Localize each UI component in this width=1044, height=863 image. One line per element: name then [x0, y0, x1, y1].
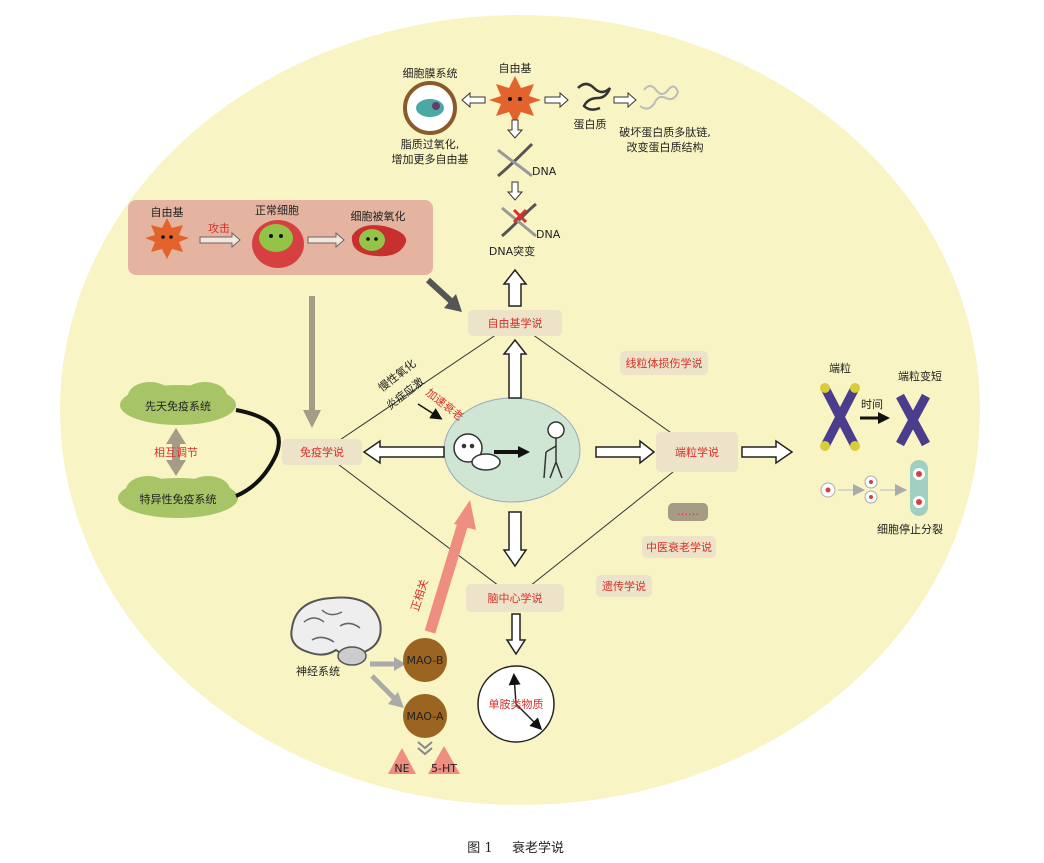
ne-label: NE: [394, 762, 409, 775]
box-to-free-radical-arrow: [425, 277, 455, 305]
free-radical-star-icon: [489, 76, 541, 124]
arrow-center-up: [502, 338, 528, 399]
caption-title: 衰老学说: [512, 840, 564, 856]
arrow-center-left: [362, 439, 445, 465]
protein-icon: [577, 82, 612, 111]
protein-effect-1: 破坏蛋白质多肽链,: [619, 125, 711, 139]
radical-label-top: 自由基: [499, 61, 532, 75]
damaged-protein-icon: [639, 85, 680, 110]
arrow-brain-down: [505, 613, 527, 656]
node-telomere-label: 端粒学说: [675, 445, 719, 459]
cell-nucleus-icon: [416, 99, 444, 117]
cell-stop-label: 细胞停止分裂: [877, 522, 943, 536]
chevron-down-icon: [417, 741, 433, 756]
telomere-label: 端粒: [829, 361, 851, 375]
arrow-to-protein: [544, 91, 569, 109]
mao-b-circle: MAO-B: [403, 638, 447, 682]
monoamine-clock: 单胺类物质: [477, 665, 555, 743]
node-free-radical-label: 自由基学说: [488, 316, 543, 330]
node-genetic-theory[interactable]: 遗传学说: [596, 575, 652, 597]
chromosome-short-icon: [896, 393, 930, 447]
dna-label-2: DNA: [536, 228, 561, 241]
regulation-arrow: [166, 428, 186, 476]
mao-a-label: MAO-A: [406, 710, 444, 723]
shortened-label: 端粒变短: [898, 369, 942, 383]
node-tcm-label: 中医衰老学说: [646, 540, 712, 554]
innate-immune-cloud: 先天免疫系统: [120, 382, 236, 425]
node-brain-center-theory[interactable]: 脑中心学说: [466, 584, 564, 612]
arrow-to-mutation: [506, 181, 524, 201]
arrow-center-down: [502, 511, 528, 568]
ht-triangle: 5-HT: [428, 746, 460, 775]
attack-arrow: [199, 231, 241, 249]
specific-label: 特异性免疫系统: [140, 492, 217, 506]
node-mitochondria-theory[interactable]: 线粒体损伤学说: [620, 351, 708, 375]
protein-label: 蛋白质: [574, 117, 607, 131]
nervous-system-label: 神经系统: [296, 664, 340, 678]
arrow-to-dna: [506, 119, 524, 139]
arrow-to-membrane: [461, 91, 486, 109]
node-free-radical-theory[interactable]: 自由基学说: [468, 310, 562, 336]
innate-label: 先天免疫系统: [145, 399, 211, 413]
node-telomere-theory[interactable]: 端粒学说: [656, 432, 738, 472]
oxidized-cell-label: 细胞被氧化: [351, 209, 406, 223]
center-small-arrow: [417, 403, 443, 420]
node-ellipsis-label: ……: [677, 505, 699, 518]
dna-mutation-label: DNA突变: [489, 244, 535, 258]
node-genetic-label: 遗传学说: [602, 579, 646, 593]
membrane-label: 细胞膜系统: [403, 67, 458, 80]
protein-effect-2: 改变蛋白质结构: [627, 140, 704, 154]
monoamine-label: 单胺类物质: [489, 697, 544, 711]
specific-immune-cloud: 特异性免疫系统: [118, 476, 238, 518]
brain-icon: [290, 596, 382, 666]
node-tcm-theory[interactable]: 中医衰老学说: [642, 536, 716, 558]
arrow-center-right: [595, 439, 656, 465]
regulation-label: 相互调节: [154, 446, 198, 459]
ne-triangle: NE: [388, 748, 416, 775]
oxidation-box: 自由基 攻击 正常细胞 细胞被氧化: [128, 200, 433, 275]
immune-bracket: [235, 408, 281, 498]
node-immune-label: 免疫学说: [300, 445, 344, 459]
oxidation-radical-label: 自由基: [151, 205, 184, 219]
dna-label-1: DNA: [532, 165, 557, 178]
normal-cell-icon: [252, 220, 304, 268]
baby-icon: [453, 433, 501, 471]
mao-a-circle: MAO-A: [403, 694, 447, 738]
attack-label: 攻击: [208, 221, 230, 235]
mao-b-label: MAO-B: [407, 654, 444, 667]
brain-to-maoa-arrow: [370, 674, 398, 702]
arrow-fr-up: [502, 268, 528, 307]
cell-division-icons: [820, 460, 928, 516]
lipid-label-2: 增加更多自由基: [392, 152, 469, 166]
lipid-label-1: 脂质过氧化,: [401, 137, 460, 151]
positive-correlation-arrow: [424, 518, 470, 634]
free-radical-chain: 细胞膜系统 脂质过氧化, 增加更多自由基 自由基 蛋白质 破坏蛋白质多肽链, 改…: [392, 61, 711, 258]
mutated-dna-icon: [501, 202, 537, 238]
arrow-protein-damage: [613, 91, 637, 109]
ht-label: 5-HT: [431, 762, 457, 775]
oxidized-cell-icon: [351, 225, 407, 257]
elderly-icon: [543, 421, 565, 479]
node-brain-center-label: 脑中心学说: [488, 591, 543, 605]
arrow-telomere-right: [741, 439, 794, 465]
node-immune-theory[interactable]: 免疫学说: [282, 439, 362, 465]
oxidation-radical-icon: [145, 218, 189, 259]
time-label: 时间: [861, 398, 883, 411]
normal-cell-label: 正常细胞: [255, 204, 299, 217]
caption-number: 图 1: [467, 841, 492, 856]
node-mitochondria-label: 线粒体损伤学说: [626, 356, 703, 370]
chromosome-long-icon: [820, 383, 860, 451]
node-ellipsis[interactable]: ……: [668, 503, 708, 521]
diamond-lines: [321, 321, 699, 599]
dna-helix-icon: [497, 142, 534, 178]
oxidation-arrow: [307, 231, 345, 249]
